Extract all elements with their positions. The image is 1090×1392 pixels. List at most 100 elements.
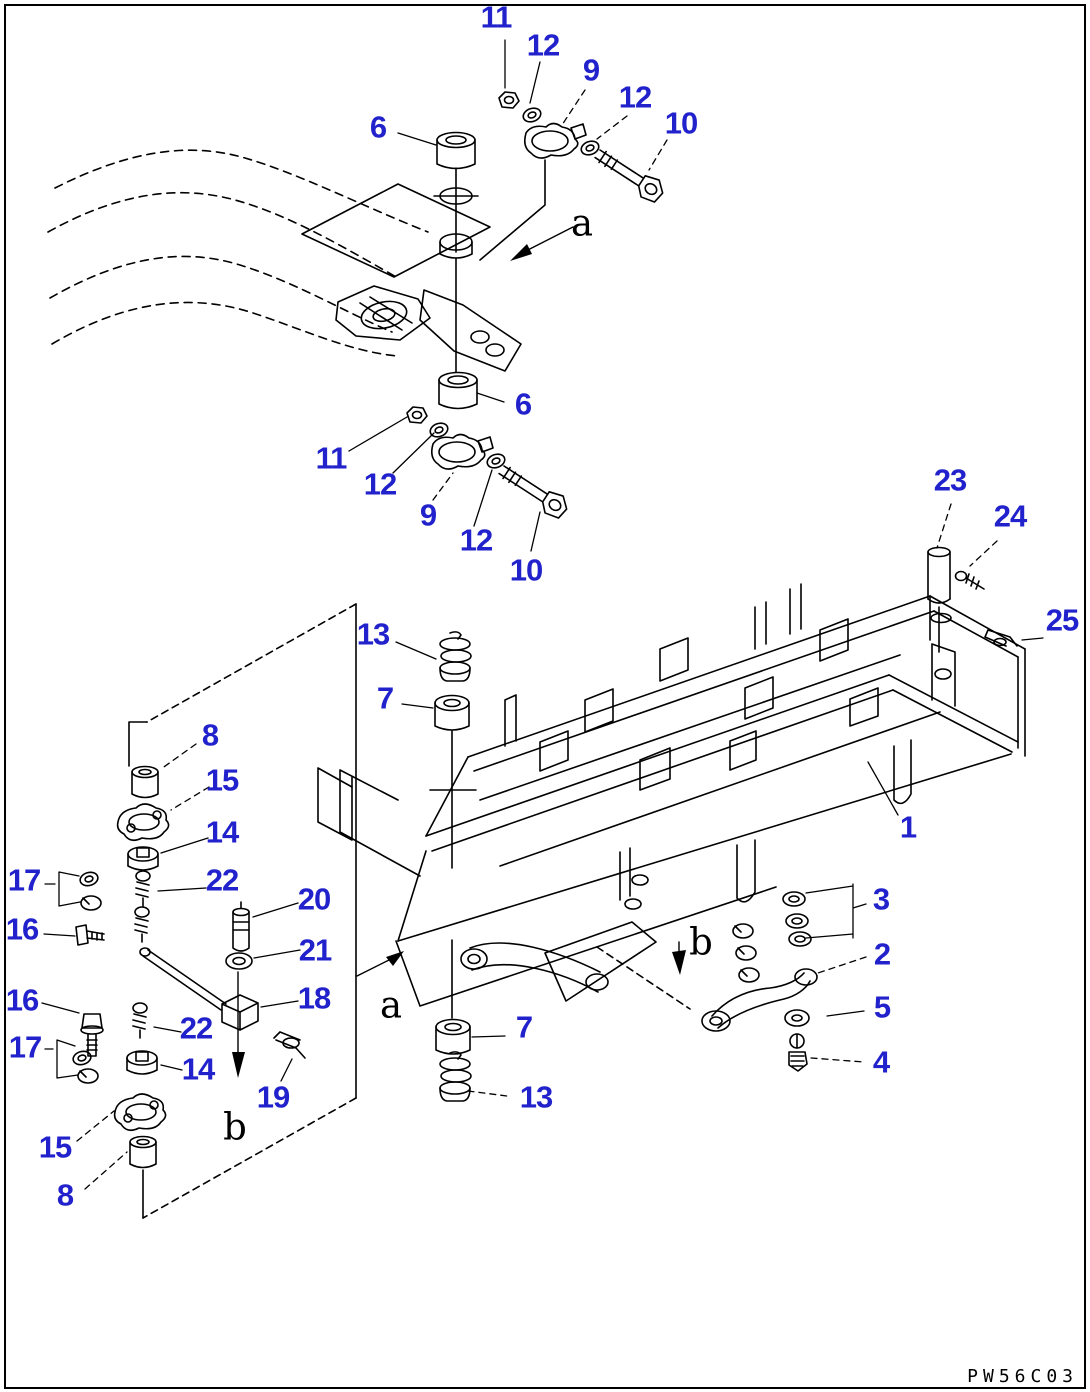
- link-2: [711, 972, 811, 1029]
- washer-12-mid-a: [427, 420, 451, 440]
- callout-16-upper: 16: [5, 911, 39, 947]
- callout-9-mid: 9: [419, 497, 437, 533]
- top-hardware-cluster: [436, 91, 669, 261]
- plate-15-lower: [113, 1093, 167, 1132]
- bolt-10-top: [589, 143, 669, 207]
- bushing-6-mid: [438, 371, 478, 410]
- callout-23: 23: [933, 462, 967, 498]
- callout-14-upper: 14: [205, 814, 239, 850]
- view-label-a-bottom: a: [379, 983, 403, 1027]
- plug-20: [232, 901, 250, 952]
- right-hardware-cluster: [701, 891, 818, 1072]
- nut-11-mid: [406, 406, 428, 424]
- fitting-22-lower: [132, 1002, 148, 1039]
- left-detail-upper: [75, 765, 306, 1059]
- washer-12-mid-b: [484, 451, 508, 471]
- view-arrows: [232, 226, 686, 1078]
- plate-9-mid: [430, 433, 486, 470]
- callout-10-mid: 10: [509, 552, 543, 588]
- clip-19: [273, 1031, 306, 1059]
- left-detail-lower: [70, 1002, 167, 1169]
- view-label-b-detail: b: [223, 1105, 247, 1149]
- bushing-8-upper: [131, 765, 159, 799]
- callout-13-bottom: 13: [519, 1079, 553, 1115]
- bolt-16-lower: [80, 1013, 104, 1057]
- callout-8-lower: 8: [56, 1177, 74, 1213]
- spring-13-bottom: [439, 1051, 472, 1102]
- cap-7-bottom: [435, 1018, 471, 1055]
- washer-12-top-a: [520, 105, 544, 125]
- callout-19: 19: [256, 1079, 290, 1115]
- arm-pivot-assembly: [301, 167, 522, 373]
- callout-8-upper: 8: [201, 717, 219, 753]
- spring-13-top: [439, 631, 472, 682]
- callout-6-mid: 6: [514, 386, 532, 422]
- main-frame: [317, 583, 1026, 1019]
- cap-7-top: [434, 694, 470, 731]
- view-a-bottom-arrow-icon: [386, 951, 404, 966]
- sheet-border: [4, 4, 1086, 1389]
- pin-23-group: [927, 546, 1018, 653]
- clip-25: [984, 629, 1018, 647]
- ball-stud-4: [788, 1033, 808, 1072]
- detail-view-boundary: [128, 603, 691, 1219]
- callout-7-top: 7: [376, 680, 394, 716]
- callout-14-lower: 14: [181, 1051, 215, 1087]
- callout-15-upper: 15: [205, 762, 239, 798]
- ring-14-lower: [126, 1050, 158, 1075]
- callout-24: 24: [993, 498, 1027, 534]
- ring-14-upper: [127, 846, 159, 871]
- callout-11-mid: 11: [315, 440, 348, 476]
- lift-arm-phantom: [47, 149, 429, 357]
- callout-17-upper: 17: [7, 862, 41, 898]
- view-label-a-top: a: [570, 201, 594, 245]
- ring-21: [225, 952, 253, 970]
- callout-22-upper: 22: [205, 862, 239, 898]
- bushing-8-lower: [129, 1135, 157, 1169]
- callout-17-lower: 17: [8, 1029, 42, 1065]
- view-label-b-frame: b: [689, 920, 713, 964]
- washer-12-top-b: [578, 138, 602, 158]
- callout-15-lower: 15: [38, 1129, 72, 1165]
- callout-3: 3: [872, 881, 890, 917]
- callout-9-top: 9: [582, 52, 600, 88]
- spring-cap-groups: [434, 631, 472, 1102]
- bolt-10-mid: [493, 459, 573, 523]
- leader-lines: [41, 39, 1044, 1190]
- washer-5: [784, 1009, 810, 1027]
- callout-22-lower: 22: [179, 1010, 213, 1046]
- callout-6-top: 6: [369, 109, 387, 145]
- callout-10-top: 10: [664, 105, 698, 141]
- callout-12-top-b: 12: [618, 79, 652, 115]
- callout-25: 25: [1045, 602, 1079, 638]
- callout-4: 4: [872, 1044, 890, 1080]
- bolt-16-upper: [75, 924, 105, 946]
- callout-7-bottom: 7: [515, 1009, 533, 1045]
- drawing-code: PW56C03: [967, 1366, 1078, 1387]
- plate-9-top: [523, 122, 579, 159]
- callout-5: 5: [873, 989, 891, 1025]
- bushing-6-top: [436, 131, 476, 170]
- lube-pipe: [142, 949, 227, 1011]
- callout-21: 21: [298, 932, 332, 968]
- view-b-detail-arrow-icon: [232, 1052, 245, 1078]
- view-a-top-arrow-icon: [510, 244, 532, 261]
- callout-12-top-a: 12: [526, 27, 560, 63]
- callout-20: 20: [297, 881, 331, 917]
- callout-16-lower: 16: [5, 982, 39, 1018]
- callout-12-mid-b: 12: [459, 522, 493, 558]
- plate-15-upper: [116, 803, 170, 842]
- block-18: [221, 994, 259, 1031]
- callout-12-mid-a: 12: [363, 466, 397, 502]
- nut-11-top: [498, 91, 520, 109]
- mid-hardware-cluster: [406, 371, 573, 523]
- callout-2: 2: [873, 936, 891, 972]
- fitting-22-upper: [135, 870, 151, 907]
- bolt-24: [954, 570, 968, 582]
- callout-18: 18: [297, 980, 331, 1016]
- callout-11-top: 11: [480, 0, 513, 35]
- view-b-frame-arrow-icon: [672, 950, 686, 975]
- callout-1: 1: [899, 809, 917, 845]
